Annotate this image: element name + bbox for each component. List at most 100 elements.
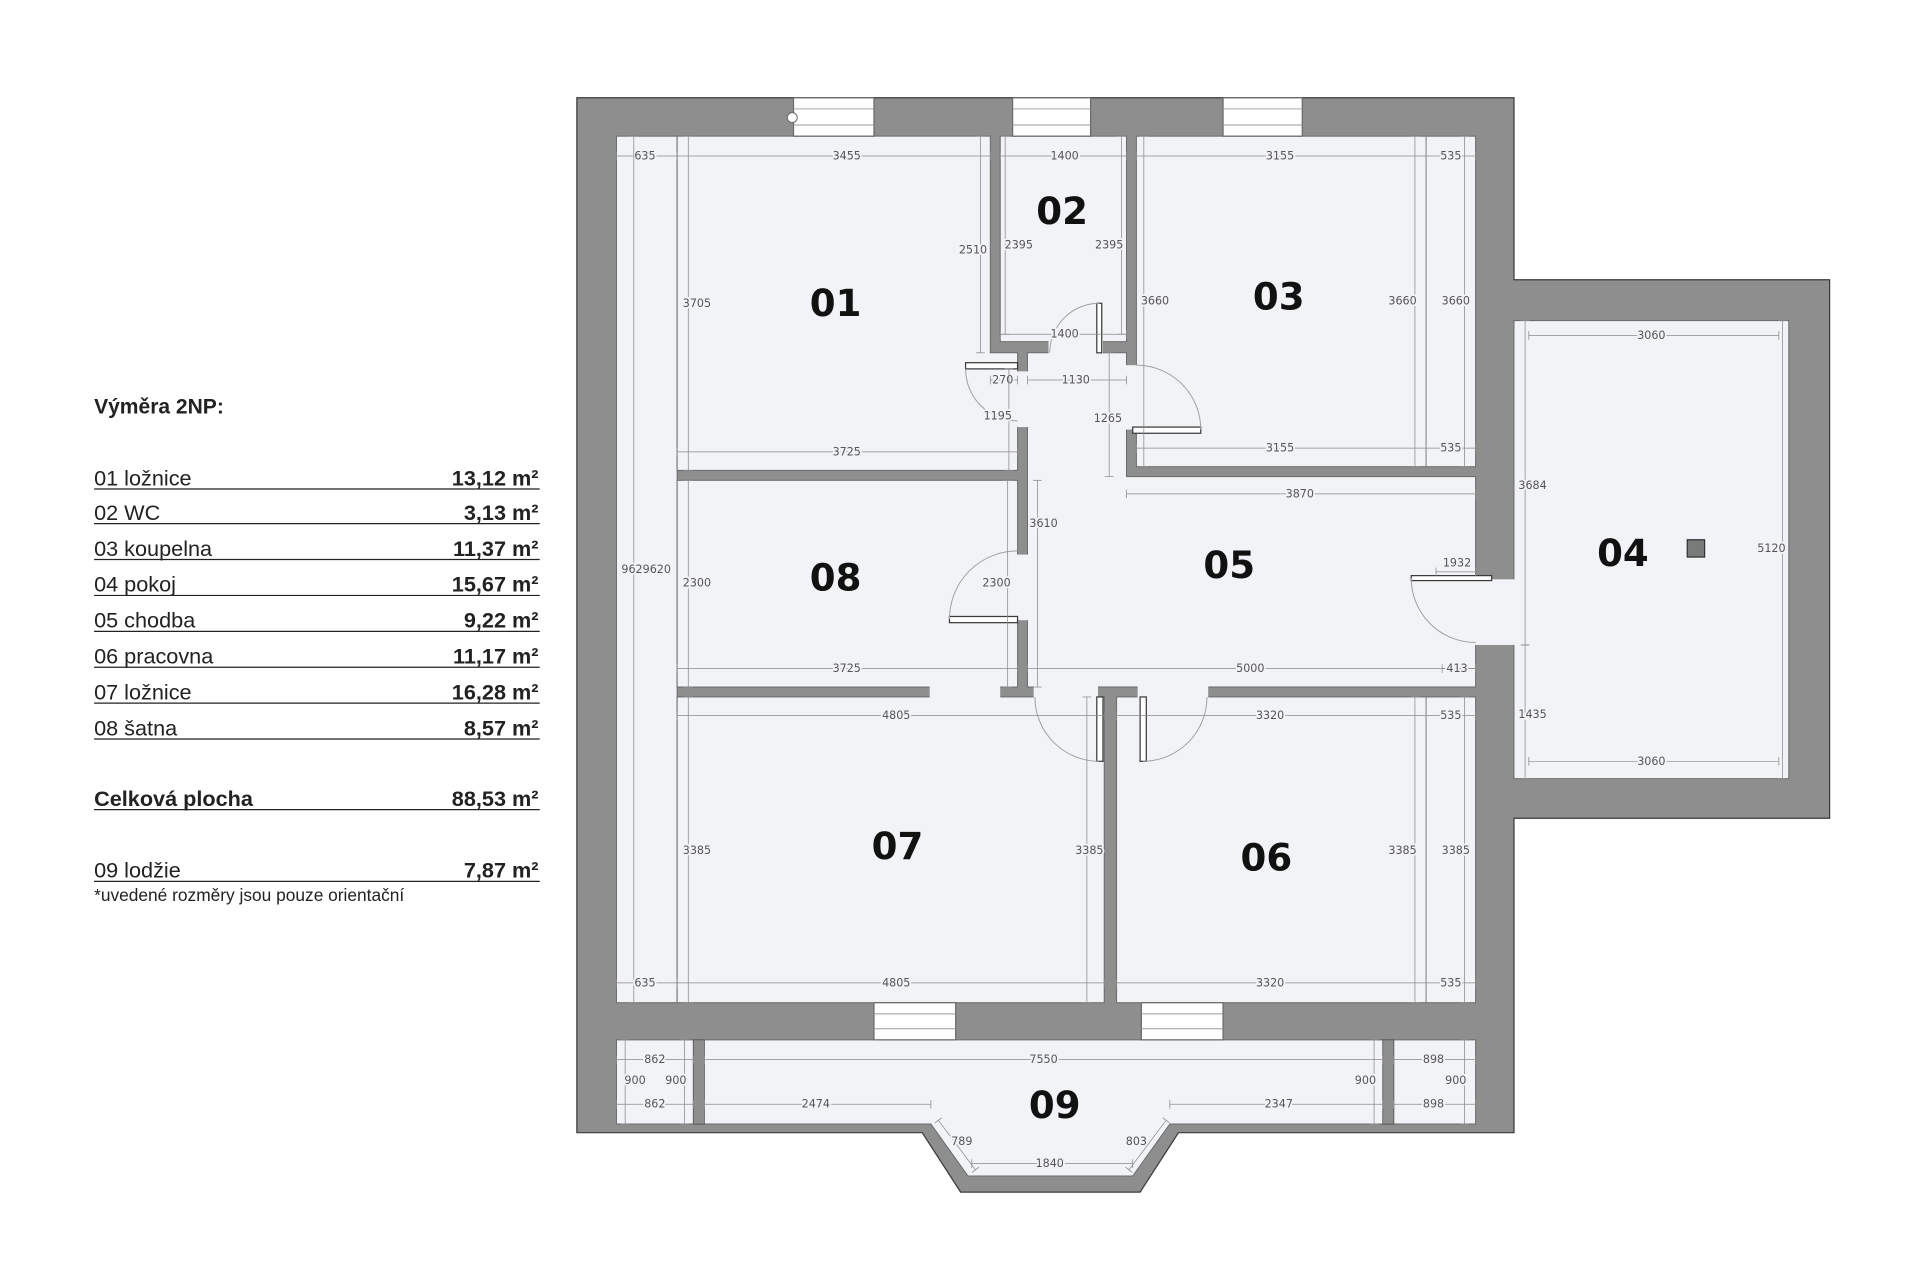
dimension: 3155	[1136, 148, 1427, 164]
room-number-04: 04	[1597, 532, 1649, 575]
dimension-label: 3684	[1518, 479, 1546, 492]
dimension-tick	[1162, 1117, 1170, 1124]
dimension: 5000	[1027, 660, 1476, 677]
dimension: 4805	[676, 975, 1105, 991]
table-title: Výměra 2NP:	[94, 395, 224, 418]
dimension: 3870	[1126, 486, 1476, 502]
left-strip	[615, 135, 678, 1004]
area-row: 03 koupelna 11,37 m²	[94, 536, 540, 561]
dimension-label: 4805	[882, 976, 910, 989]
dimension-label: 3660	[1442, 294, 1470, 307]
total-row: Celková plocha 88,53 m²	[94, 786, 540, 811]
dimension: 3385	[1073, 696, 1105, 1004]
dimension: 3385	[1440, 696, 1472, 1004]
room-name: 05 chodba	[94, 608, 196, 633]
dimension: 2474	[704, 1096, 932, 1113]
room-name: 04 pokoj	[94, 572, 176, 597]
dimension: 900	[663, 1039, 689, 1125]
doorway-02	[1048, 340, 1103, 355]
dimension-label: 898	[1423, 1053, 1444, 1066]
dimension: 900	[1443, 1039, 1469, 1125]
doorway-01	[1016, 371, 1029, 428]
room-number-07: 07	[872, 825, 924, 868]
dimension-label: 3060	[1637, 329, 1665, 342]
dimension: 635	[616, 975, 678, 991]
dimension: 535	[1425, 975, 1476, 991]
room-number-02: 02	[1036, 190, 1088, 233]
dimension-label: 535	[1440, 976, 1461, 989]
dimension-label: 1435	[1518, 708, 1546, 721]
room-name: 06 pracovna	[94, 644, 214, 669]
area-row: 05 chodba 9,22 m²	[94, 608, 540, 633]
dimension-label: 1400	[1050, 328, 1078, 341]
area-row: 08 šatna 8,57 m²	[94, 715, 540, 740]
dimension-label: 1265	[1094, 412, 1122, 425]
room-area: 16,28 m²	[452, 679, 539, 704]
dimension: 7550	[704, 1051, 1384, 1068]
dimension: 900	[620, 1039, 648, 1125]
dimension: 2300	[981, 479, 1013, 688]
door-swing-03	[1136, 364, 1202, 430]
dimension-label: 1130	[1062, 374, 1090, 387]
dimension: 2300	[681, 479, 713, 688]
loggia-partition	[692, 1039, 705, 1125]
dimension: 3320	[1116, 975, 1427, 991]
dimension-line	[938, 1120, 976, 1171]
dimension: 3455	[676, 148, 991, 164]
room-area: 13,12 m²	[452, 465, 539, 490]
dimension-label: 900	[624, 1074, 645, 1087]
dimension: 789	[934, 1117, 980, 1173]
dimension-label: 3385	[683, 844, 711, 857]
dimension: 900	[1353, 1039, 1379, 1125]
loggia-row: 09 lodžie 7,87 m²	[94, 858, 540, 883]
dimension: 1400	[999, 148, 1127, 164]
dimension-label: 1400	[1050, 149, 1078, 162]
room-name: 03 koupelna	[94, 536, 213, 561]
window	[792, 97, 875, 137]
dimension-label: 635	[634, 976, 655, 989]
room-area: 3,13 m²	[464, 500, 539, 525]
room-02-floor	[999, 135, 1127, 343]
area-row: 06 pracovna 11,17 m²	[94, 644, 540, 669]
door-swing-02	[1049, 302, 1100, 353]
dimension-label: 3155	[1266, 149, 1294, 162]
dimension-label: 3610	[1029, 517, 1057, 530]
dimension-label: 3725	[833, 445, 861, 458]
room-name: 08 šatna	[94, 715, 178, 740]
room-08-floor	[676, 479, 1019, 688]
dimension-label: 900	[665, 1074, 686, 1087]
doorway-04	[1474, 579, 1516, 645]
room-name: 01 ložnice	[94, 465, 192, 490]
door-leaf-02	[1096, 302, 1103, 354]
door-leaf-07	[1096, 696, 1104, 762]
window	[1222, 97, 1303, 137]
door-swing-06	[1142, 696, 1208, 762]
room-number-03: 03	[1253, 276, 1305, 319]
dimension-label: 3155	[1266, 442, 1294, 455]
room-03-floor	[1135, 135, 1477, 468]
dimension-label: 3705	[683, 297, 711, 310]
dimension: 9629620	[620, 135, 673, 1004]
doorway-08	[1016, 554, 1029, 621]
door-leaf-06	[1139, 696, 1147, 762]
dimension: 3725	[676, 660, 1018, 677]
dimension: 635	[616, 148, 678, 164]
door-swing-01	[965, 368, 1018, 422]
dimension-label: 535	[1440, 442, 1461, 455]
dimension-label: 7550	[1029, 1053, 1057, 1066]
room-number-05: 05	[1203, 544, 1255, 587]
dimension-label: 3660	[1388, 294, 1416, 307]
dimension-label: 2300	[982, 577, 1010, 590]
dimension-label: 2347	[1265, 1098, 1293, 1111]
dimension-tick	[971, 1166, 980, 1173]
dimension: 3660	[1387, 135, 1420, 468]
dimension-label: 789	[951, 1135, 972, 1148]
total-area: 88,53 m²	[452, 786, 539, 811]
dimension-label: 3385	[1388, 844, 1416, 857]
room-area: 8,57 m²	[464, 715, 539, 740]
dimension-label: 413	[1446, 662, 1467, 675]
dimension-label: 270	[992, 374, 1013, 387]
area-table: Výměra 2NP: 01 ložnice 13,12 m² 02 WC 3,…	[94, 395, 540, 905]
